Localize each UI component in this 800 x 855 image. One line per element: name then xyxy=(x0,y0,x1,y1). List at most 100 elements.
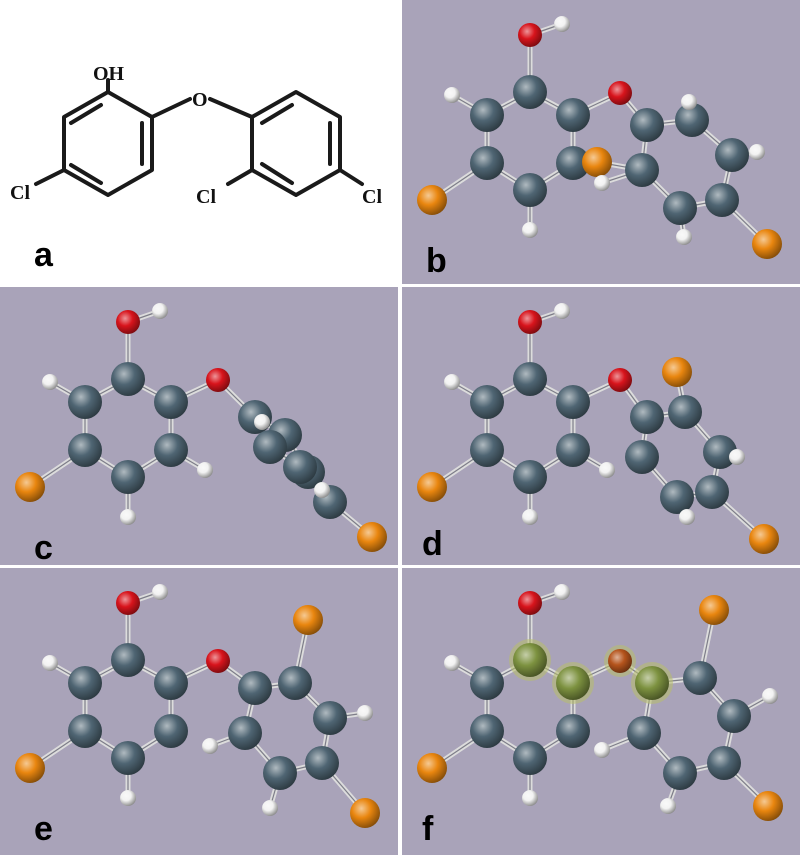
chlorine-atom xyxy=(699,595,729,625)
carbon-atom xyxy=(68,433,102,467)
hydrogen-atom xyxy=(554,16,570,32)
hydrogen-atom xyxy=(357,705,373,721)
hydrogen-atom xyxy=(660,798,676,814)
hydrogen-atom xyxy=(554,584,570,600)
carbon-atom xyxy=(668,395,702,429)
carbon-atom xyxy=(513,460,547,494)
chlorine-atom xyxy=(582,147,612,177)
hydrogen-atom xyxy=(594,742,610,758)
carbon-atom xyxy=(717,699,751,733)
ether-o-label: O xyxy=(192,89,208,111)
oxygen-atom xyxy=(608,649,632,673)
chlorine-atom xyxy=(350,798,380,828)
carbon-atom xyxy=(111,643,145,677)
oxygen-atom xyxy=(116,591,140,615)
hydrogen-atom xyxy=(444,87,460,103)
hydrogen-atom xyxy=(594,175,610,191)
carbon-atom xyxy=(470,385,504,419)
carbon-atom xyxy=(513,741,547,775)
hydrogen-atom xyxy=(522,509,538,525)
carbon-atom xyxy=(627,716,661,750)
carbon-atom xyxy=(305,746,339,780)
oxygen-atom xyxy=(116,310,140,334)
carbon-atom xyxy=(470,714,504,748)
panel-label: b xyxy=(426,242,447,280)
carbon-atom xyxy=(111,460,145,494)
carbon-atom xyxy=(556,433,590,467)
carbon-atom xyxy=(154,714,188,748)
molecule-view xyxy=(15,584,380,828)
chlorine-atom xyxy=(293,605,323,635)
hydrogen-atom xyxy=(152,303,168,319)
hydrogen-atom xyxy=(202,738,218,754)
chlorine-atom xyxy=(15,472,45,502)
carbon-atom xyxy=(154,433,188,467)
hydrogen-atom xyxy=(254,414,270,430)
carbon-atom xyxy=(513,643,547,677)
carbon-atom xyxy=(513,173,547,207)
oxygen-atom xyxy=(206,649,230,673)
oxygen-atom xyxy=(518,310,542,334)
carbon-atom xyxy=(470,433,504,467)
carbon-atom xyxy=(660,480,694,514)
molecule-view xyxy=(417,16,782,259)
hydrogen-atom xyxy=(197,462,213,478)
panel-label: d xyxy=(422,525,443,563)
hydrogen-atom xyxy=(522,790,538,806)
skeletal-structure: OH O Cl Cl Cl xyxy=(10,63,382,208)
carbon-atom xyxy=(556,666,590,700)
hydrogen-atom xyxy=(679,509,695,525)
chlorine-atom xyxy=(15,753,45,783)
panel-a: OH O Cl Cl Cl a xyxy=(0,0,398,284)
hydrogen-atom xyxy=(599,462,615,478)
cl-label-para: Cl xyxy=(362,186,382,208)
carbon-atom xyxy=(278,666,312,700)
carbon-atom xyxy=(695,475,729,509)
molecule-view xyxy=(15,303,387,552)
panel-f: f xyxy=(402,568,800,855)
hydrogen-atom xyxy=(314,482,330,498)
chlorine-atom xyxy=(753,791,783,821)
chlorine-atom xyxy=(752,229,782,259)
carbon-atom xyxy=(705,183,739,217)
hydrogen-atom xyxy=(554,303,570,319)
hydrogen-atom xyxy=(120,790,136,806)
hydrogen-atom xyxy=(681,94,697,110)
carbon-atom xyxy=(111,362,145,396)
carbon-atom xyxy=(513,75,547,109)
carbon-atom xyxy=(630,400,664,434)
carbon-atom xyxy=(228,716,262,750)
carbon-atom xyxy=(283,450,317,484)
carbon-atom xyxy=(68,666,102,700)
carbon-atom xyxy=(675,103,709,137)
cl-label-left: Cl xyxy=(10,182,30,204)
carbon-atom xyxy=(68,385,102,419)
carbon-atom xyxy=(111,741,145,775)
carbon-atom xyxy=(715,138,749,172)
carbon-atom xyxy=(470,666,504,700)
hydrogen-atom xyxy=(762,688,778,704)
carbon-atom xyxy=(683,661,717,695)
carbon-atom xyxy=(470,146,504,180)
hydrogen-atom xyxy=(120,509,136,525)
hydrogen-atom xyxy=(152,584,168,600)
carbon-atom xyxy=(470,98,504,132)
hydrogen-atom xyxy=(262,800,278,816)
hydrogen-atom xyxy=(749,144,765,160)
oh-label: OH xyxy=(93,63,125,85)
carbon-atom xyxy=(556,714,590,748)
carbon-atom xyxy=(625,440,659,474)
panel-label: a xyxy=(34,236,53,274)
chlorine-atom xyxy=(417,472,447,502)
carbon-atom xyxy=(154,666,188,700)
carbon-atom xyxy=(238,671,272,705)
carbon-atom xyxy=(313,701,347,735)
carbon-atom xyxy=(635,666,669,700)
molecule-view xyxy=(417,303,779,554)
carbon-atom xyxy=(707,746,741,780)
hydrogen-atom xyxy=(522,222,538,238)
carbon-atom xyxy=(625,153,659,187)
panel-e: e xyxy=(0,568,398,855)
carbon-atom xyxy=(703,435,737,469)
chlorine-atom xyxy=(417,753,447,783)
